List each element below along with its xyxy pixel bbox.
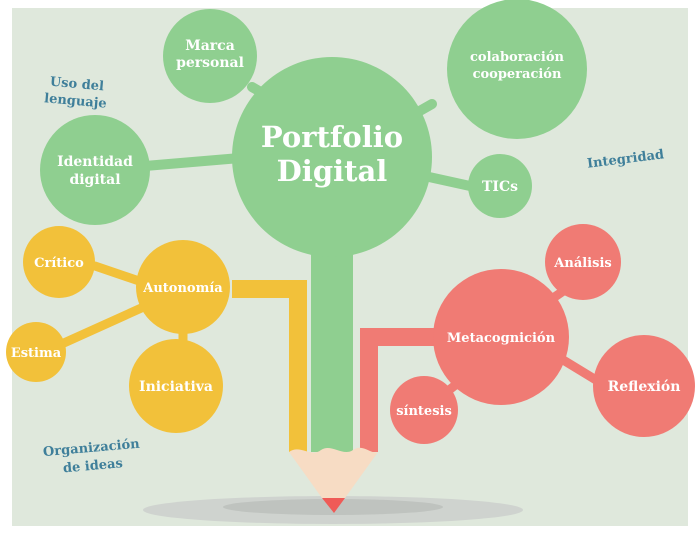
metacognicion-node	[433, 269, 569, 405]
estima-label: Estima	[11, 346, 62, 361]
estima-node	[6, 322, 66, 382]
metacognicion-label: Metacognición	[447, 331, 556, 346]
analisis-label: Análisis	[553, 256, 611, 271]
pencil-tip	[322, 498, 345, 513]
red-pencil-stripe	[360, 328, 442, 452]
colaboracion-node	[447, 0, 587, 139]
uso-del-lenguaje-label: Uso del lenguaje	[44, 75, 108, 112]
uso-line1: Uso del	[49, 75, 104, 95]
pencil-wood	[289, 447, 378, 498]
identidad-digital-node	[40, 115, 150, 225]
reflexion-node	[593, 335, 695, 437]
sintesis-node	[390, 376, 458, 444]
tics-label: TICs	[482, 179, 518, 195]
organizacion-line2: de ideas	[62, 456, 123, 476]
reflexion-label: Reflexión	[608, 379, 681, 395]
green-pencil-stripe	[311, 230, 353, 452]
colaboracion-line2: cooperación	[473, 67, 562, 82]
center-title-line2: Digital	[277, 154, 388, 188]
iniciativa-label: Iniciativa	[139, 379, 213, 395]
autonomia-node	[136, 240, 230, 334]
uso-line2: lenguaje	[44, 91, 108, 111]
marca-line1: Marca	[185, 38, 235, 54]
analisis-node	[545, 224, 621, 300]
center-title-line1: Portfolio	[261, 120, 403, 154]
colaboracion-line1: colaboración	[470, 50, 565, 65]
yellow-pencil-stripe	[232, 280, 307, 452]
sintesis-label: síntesis	[396, 404, 452, 419]
autonomia-label: Autonomía	[142, 281, 223, 296]
critico-node	[23, 226, 95, 298]
marca-personal-node	[163, 9, 257, 103]
portfolio-digital-node	[232, 57, 432, 257]
iniciativa-node	[129, 339, 223, 433]
identidad-line1: Identidad	[57, 154, 133, 170]
critico-label: Crítico	[34, 256, 84, 271]
tics-node	[468, 154, 532, 218]
identidad-line2: digital	[69, 172, 120, 188]
marca-line2: personal	[176, 55, 244, 71]
